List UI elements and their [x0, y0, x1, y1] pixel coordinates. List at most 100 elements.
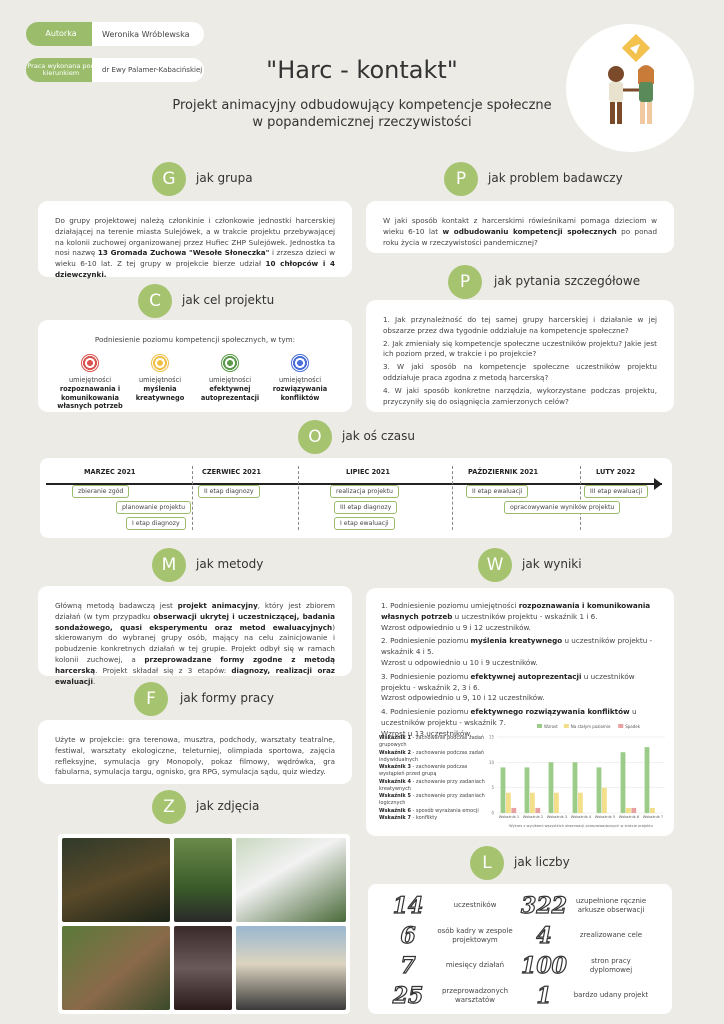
timeline-tag: II etap diagnozy — [198, 485, 260, 498]
chart-bar — [578, 792, 583, 813]
section-heading-problem: jak problem badawczy — [488, 171, 623, 185]
section-heading-numbers: jak liczby — [514, 855, 570, 869]
target-icon — [291, 353, 309, 372]
supervisor-label: Praca wykonana pod kierunkiem — [26, 58, 96, 82]
chart-caption: Wykres z wynikami wszystkich obserwacji … — [509, 824, 653, 828]
indicator-item: Wskaźnik 1 - zachowanie podczas zadań gr… — [379, 735, 485, 749]
timeline-tag: II etap ewaluacji — [466, 485, 529, 498]
goal-card: Podniesienie poziomu kompetencji społecz… — [40, 322, 350, 410]
section-letter-z: Z — [152, 790, 186, 824]
chart-bar — [500, 767, 506, 813]
section-letter-f: F — [134, 682, 168, 716]
chart-bar — [620, 752, 626, 813]
timeline-tag: realizacja projektu — [330, 485, 399, 498]
stat-item: 14 uczestników — [382, 892, 522, 920]
stat-label: stron pracy dyplomowej — [589, 956, 633, 974]
timeline-divider — [452, 466, 453, 530]
chart-bar — [554, 792, 559, 813]
indicator-item: Wskaźnik 3 - zachowanie podczas wystąpie… — [379, 764, 468, 778]
timeline-tag: zbieranie zgód — [72, 485, 130, 498]
kids-illustration — [566, 24, 694, 152]
forms-card: Użyte w projekcie: gra terenowa, musztra… — [40, 722, 350, 782]
section-heading-results: jak wyniki — [522, 557, 582, 571]
x-tick-label: Wskaźnik 6 — [619, 815, 640, 819]
stat-label: uczestników — [453, 901, 497, 910]
result-item: 2. Podniesienie poziomu myślenia kreatyw… — [381, 636, 653, 657]
section-letter-o: O — [298, 420, 332, 454]
chart-bar — [572, 762, 578, 813]
indicator-item: Wskaźnik 5 - zachowanie przy zadaniach l… — [379, 793, 485, 807]
timeline-tag: opracowywanie wyników projektu — [504, 501, 621, 514]
question-item: 4. W jaki sposób konkretne narzędzia, wy… — [383, 385, 657, 406]
legend-swatch — [563, 724, 569, 728]
indicator-item: Wskaźnik 6 - sposób wyrażania emocji — [379, 807, 479, 814]
indicator-item: Wskaźnik 4 - zachowanie przy zadaniach k… — [379, 778, 485, 792]
timeline-divider — [192, 466, 193, 530]
section-letter-c: C — [138, 284, 172, 318]
section-letter-w: W — [478, 548, 512, 582]
stat-value: 25 — [392, 982, 424, 1009]
timeline-date: PAŹDZIERNIK 2021 — [468, 468, 539, 476]
group-card: Do grupy projektowej należą członkinie i… — [40, 203, 350, 279]
problem-card: W jaki sposób kontakt z harcerskimi rówi… — [368, 203, 672, 251]
timeline-date: LIPIEC 2021 — [346, 468, 390, 476]
question-item: 3. W jaki sposób na kompetencje społeczn… — [383, 362, 657, 382]
photo — [62, 838, 170, 922]
timeline-arrow-icon — [654, 478, 662, 490]
photo — [236, 926, 346, 1010]
chart-bar — [511, 807, 517, 813]
result-growth: Wzrost odpowiednio u 9, 10 i 12 uczestni… — [381, 693, 545, 703]
timeline-tag: planowanie projektu — [116, 501, 191, 514]
methods-card: Główną metodą badawczą jest projekt anim… — [40, 588, 350, 686]
section-letter-p: P — [444, 162, 478, 196]
indicator-item: Wskaźnik 2 - zachowanie podczas zadań in… — [379, 749, 485, 763]
stat-value: 7 — [400, 952, 417, 979]
stat-value: 322 — [520, 892, 567, 919]
section-heading-group: jak grupa — [196, 171, 253, 185]
question-item: 2. Jak zmieniały się kompetencje społecz… — [383, 338, 657, 359]
chart-bar — [535, 807, 541, 813]
timeline-date: CZERWIEC 2021 — [202, 468, 261, 476]
y-tick-label: 10 — [489, 760, 495, 765]
legend-swatch — [618, 724, 624, 728]
photo — [236, 838, 346, 922]
page-title: "Harc - kontakt" — [266, 56, 458, 84]
chart-bar — [602, 787, 607, 813]
x-tick-label: Wskaźnik 3 — [547, 815, 567, 819]
photo — [174, 838, 232, 922]
timeline-date: MARZEC 2021 — [84, 468, 136, 476]
legend-label: Na stałym poziomie — [571, 724, 611, 729]
section-heading-goal: jak cel projektu — [182, 293, 275, 307]
y-tick-label: 0 — [491, 811, 494, 816]
timeline-tag: III etap ewaluacji — [584, 485, 649, 498]
results-card: 1. Podniesienie poziomu umiejętności roz… — [368, 590, 672, 834]
stat-value: 4 — [536, 922, 553, 949]
photo — [62, 926, 170, 1010]
timeline-date: LUTY 2022 — [596, 468, 636, 476]
timeline-divider — [580, 466, 581, 530]
timeline-tag: III etap diagnozy — [334, 501, 398, 514]
timeline-axis — [46, 483, 662, 485]
stat-label: przeprowadzonych warsztatów — [441, 986, 509, 1004]
stat-label: zrealizowane cele — [579, 931, 643, 940]
result-item: 4. Podniesienie poziomu efektywnego rozw… — [381, 707, 637, 727]
section-heading-forms: jak formy pracy — [180, 691, 274, 705]
goal-intro: Podniesienie poziomu kompetencji społecz… — [94, 335, 296, 344]
chart-bar — [524, 767, 530, 813]
target-icon — [221, 353, 239, 372]
section-letter-l: L — [470, 846, 504, 880]
chart-bar — [506, 792, 511, 813]
timeline-tag: I etap diagnozy — [126, 517, 186, 530]
target-icon — [151, 353, 169, 372]
stat-label: miesięcy działań — [445, 961, 505, 970]
chart-bar — [530, 792, 535, 813]
chart-bar — [548, 762, 554, 813]
stat-value: 14 — [392, 892, 424, 919]
target-icon — [81, 353, 99, 372]
